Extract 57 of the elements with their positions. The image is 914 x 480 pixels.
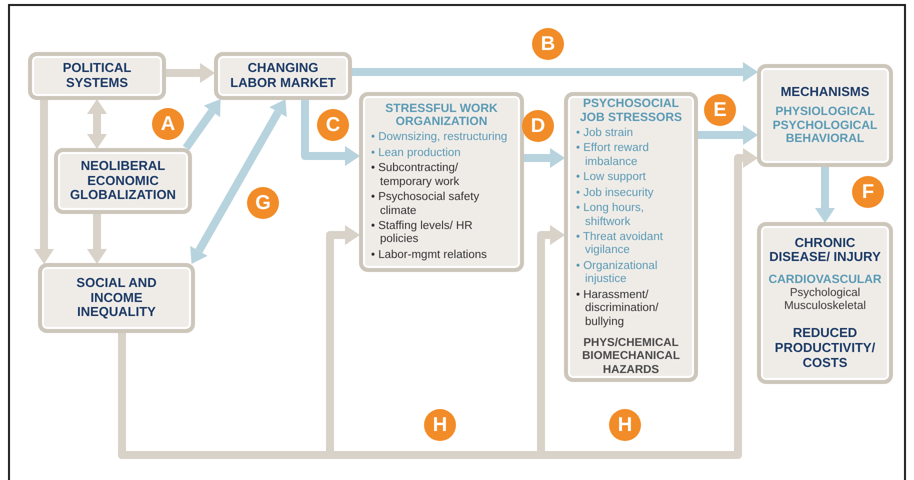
box-heading: REDUCED PRODUCTIVITY/ COSTS [774,326,876,370]
bullet-item: • Low support [576,171,647,185]
arrow [118,148,758,459]
box-heading: POLITICAL SYSTEMS [62,61,132,91]
process-box [38,263,195,333]
letter-badge: F [852,176,884,208]
bullet-item: • Long hours, shiftwork [576,202,645,229]
letter-badge: G [247,187,279,219]
box-heading: PSYCHOSOCIAL JOB STRESSORS [578,97,684,125]
box-heading: CHRONIC DISEASE/ INJURY [769,236,881,266]
bullet-item: • Organizational injustice [576,260,658,287]
box-heading: STRESSFUL WORK ORGANIZATION [384,102,499,130]
bullet-item: • Job strain [576,126,634,140]
arrow [190,99,287,264]
box-heading: SOCIAL AND INCOME INEQUALITY [75,276,158,320]
box-text: CARDIOVASCULAR [768,273,882,288]
letter-badge: H [424,409,456,441]
arrow [815,167,835,223]
bullet-item: • Threat avoidant vigilance [576,230,664,258]
box-heading: CHANGING LABOR MARKET [229,61,337,91]
bullet-item: • Labor-mgmt relations [371,248,488,262]
bullet-item: • Psychosocial safety climate [371,191,480,218]
arrow [87,214,107,264]
box-heading: MECHANISMS [780,84,870,100]
arrow [166,63,215,83]
bullet-item: • Job insecurity [576,186,655,200]
bullet-item: • Subcontracting/ temporary work [371,162,460,190]
box-text: Psychological [790,287,860,300]
letter-badge: E [704,94,736,126]
letter-badge: A [152,108,184,140]
process-box [564,92,698,382]
bullet-item: • Lean production [371,146,462,160]
box-text: PHYS/CHEMICAL BIOMECHANICAL HAZARDS [581,337,681,377]
process-box [757,222,893,384]
box-heading: NEOLIBERAL ECONOMIC GLOBALIZATION [69,158,177,204]
box-text: PHYSIOLOGICAL PSYCHOLOGICAL BEHAVIORAL [772,104,878,146]
process-box [757,64,893,167]
letter-badge: B [532,28,564,60]
arrow [34,100,54,264]
arrow [87,99,107,149]
bullet-item: • Harassment/ discrimination/ bullying [576,288,660,330]
arrow [352,62,758,82]
arrow [182,99,221,150]
letter-badge: D [522,110,554,142]
bullet-item: • Downsizing, restructuring [371,131,508,145]
box-text: Musculoskeletal [784,300,866,314]
letter-badge: H [609,409,641,441]
process-box [54,148,192,214]
process-box [28,52,166,100]
arrow [524,148,565,168]
arrow [698,125,758,145]
letter-badge: C [317,109,349,141]
bullet-item: • Staffing levels/ HR policies [371,220,474,247]
process-box [359,92,524,272]
process-box [214,52,352,100]
arrow [301,100,360,166]
bullet-item: • Effort reward imbalance [576,142,650,170]
